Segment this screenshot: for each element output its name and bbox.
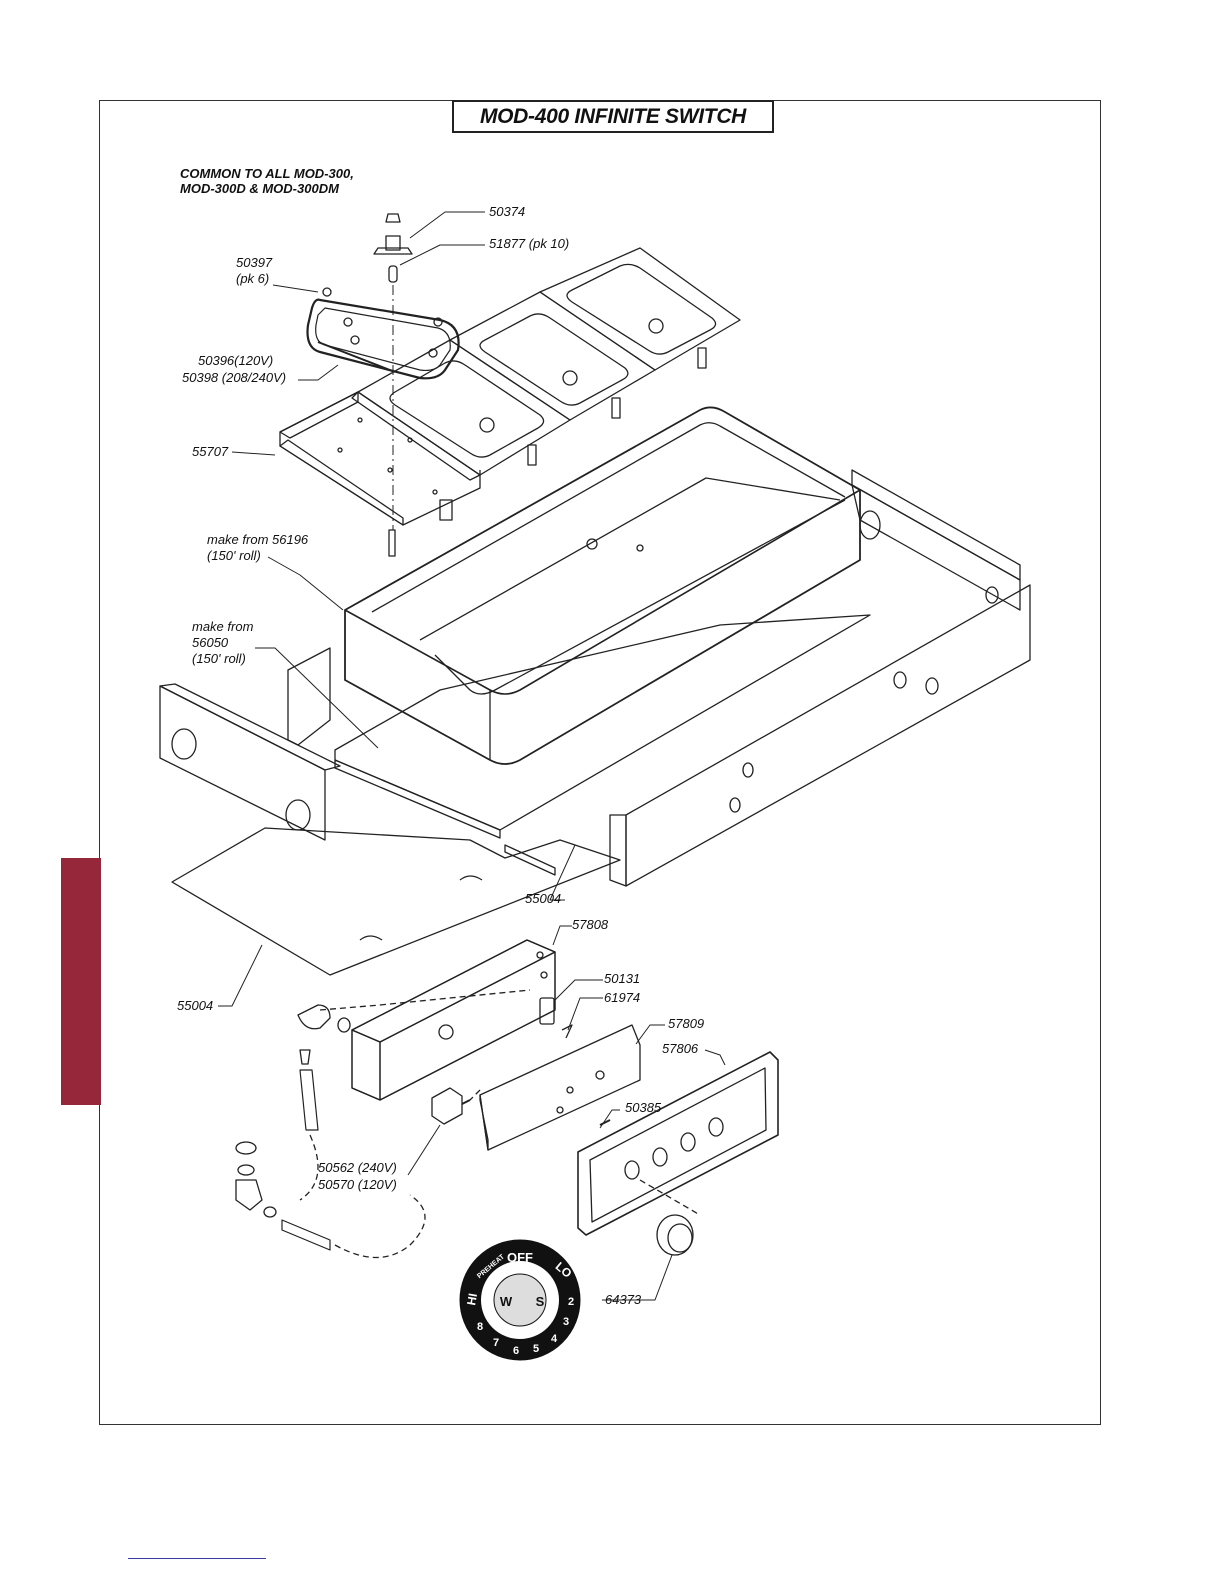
part-label-50570: 50570 (120V)	[318, 1177, 397, 1192]
part-label-51877: 51877 (pk 10)	[489, 236, 569, 251]
insulation-wrap	[344, 406, 861, 765]
terminal-block	[539, 997, 573, 1039]
part-label-64373: 64373	[605, 1292, 642, 1307]
insulation-board	[334, 614, 871, 839]
right-side-panel	[851, 469, 1021, 611]
dial-off-label: OFF	[507, 1250, 533, 1265]
dial-number-2: 2	[568, 1296, 574, 1308]
applicability-note-line-2: MOD-300D & MOD-300DM	[180, 181, 339, 196]
switch-bracket	[479, 1024, 641, 1151]
part-label-50374: 50374	[489, 204, 525, 219]
left-end-panel	[159, 647, 341, 841]
control-box	[351, 939, 556, 1101]
part-label-56050: 56050	[192, 635, 229, 650]
applicability-note-line-1: COMMON TO ALL MOD-300,	[180, 166, 354, 181]
part-label-56050-roll: (150' roll)	[192, 651, 246, 666]
part-label-50131: 50131	[604, 971, 640, 986]
part-label-55004-upper: 55004	[525, 891, 561, 906]
part-label-56050-make: make from	[192, 619, 254, 634]
part-label-50562: 50562 (240V)	[318, 1160, 397, 1175]
part-label-57808: 57808	[572, 917, 609, 932]
control-knob	[656, 1214, 694, 1256]
well-pan-row	[357, 247, 741, 476]
leader-lines	[218, 211, 726, 1301]
footer-rule	[128, 1558, 266, 1559]
part-label-50397: 50397	[236, 255, 273, 270]
infinite-switch	[431, 1087, 471, 1125]
knob-dial-graphic: OFF LO HI PREHEAT 2 3 4 5 6 7 8 W S	[459, 1239, 581, 1361]
drain-assembly	[235, 989, 701, 1259]
well-pan-front	[279, 391, 481, 526]
front-panel	[609, 584, 1031, 887]
part-label-56196: make from 56196	[207, 532, 309, 547]
part-label-50385: 50385	[625, 1100, 662, 1115]
part-label-50397-pack: (pk 6)	[236, 271, 269, 286]
part-label-55004-lower: 55004	[177, 998, 213, 1013]
part-label-61974: 61974	[604, 990, 640, 1005]
dial-w-label: W	[500, 1294, 513, 1309]
part-label-55707: 55707	[192, 444, 229, 459]
dial-number-6: 6	[513, 1345, 519, 1357]
dial-number-3: 3	[563, 1316, 569, 1328]
dial-s-label: S	[536, 1294, 545, 1309]
bottom-shield	[171, 827, 621, 976]
part-label-56196-roll: (150' roll)	[207, 548, 261, 563]
heating-element	[306, 287, 460, 380]
dial-number-8: 8	[477, 1321, 483, 1333]
front-bezel	[577, 1051, 779, 1236]
section-tab	[61, 858, 101, 1105]
dial-hi-label: HI	[464, 1292, 480, 1306]
part-label-57809: 57809	[668, 1016, 704, 1031]
thermostat-bracket	[373, 213, 413, 557]
applicability-note: COMMON TO ALL MOD-300, MOD-300D & MOD-30…	[180, 166, 440, 196]
part-label-50396: 50396(120V)	[198, 353, 273, 368]
page-title: MOD-400 INFINITE SWITCH	[452, 100, 774, 133]
dial-number-7: 7	[493, 1337, 499, 1349]
part-label-57806: 57806	[662, 1041, 699, 1056]
part-label-50398: 50398 (208/240V)	[182, 370, 286, 385]
dial-number-4: 4	[551, 1333, 558, 1345]
dial-number-5: 5	[533, 1343, 539, 1355]
